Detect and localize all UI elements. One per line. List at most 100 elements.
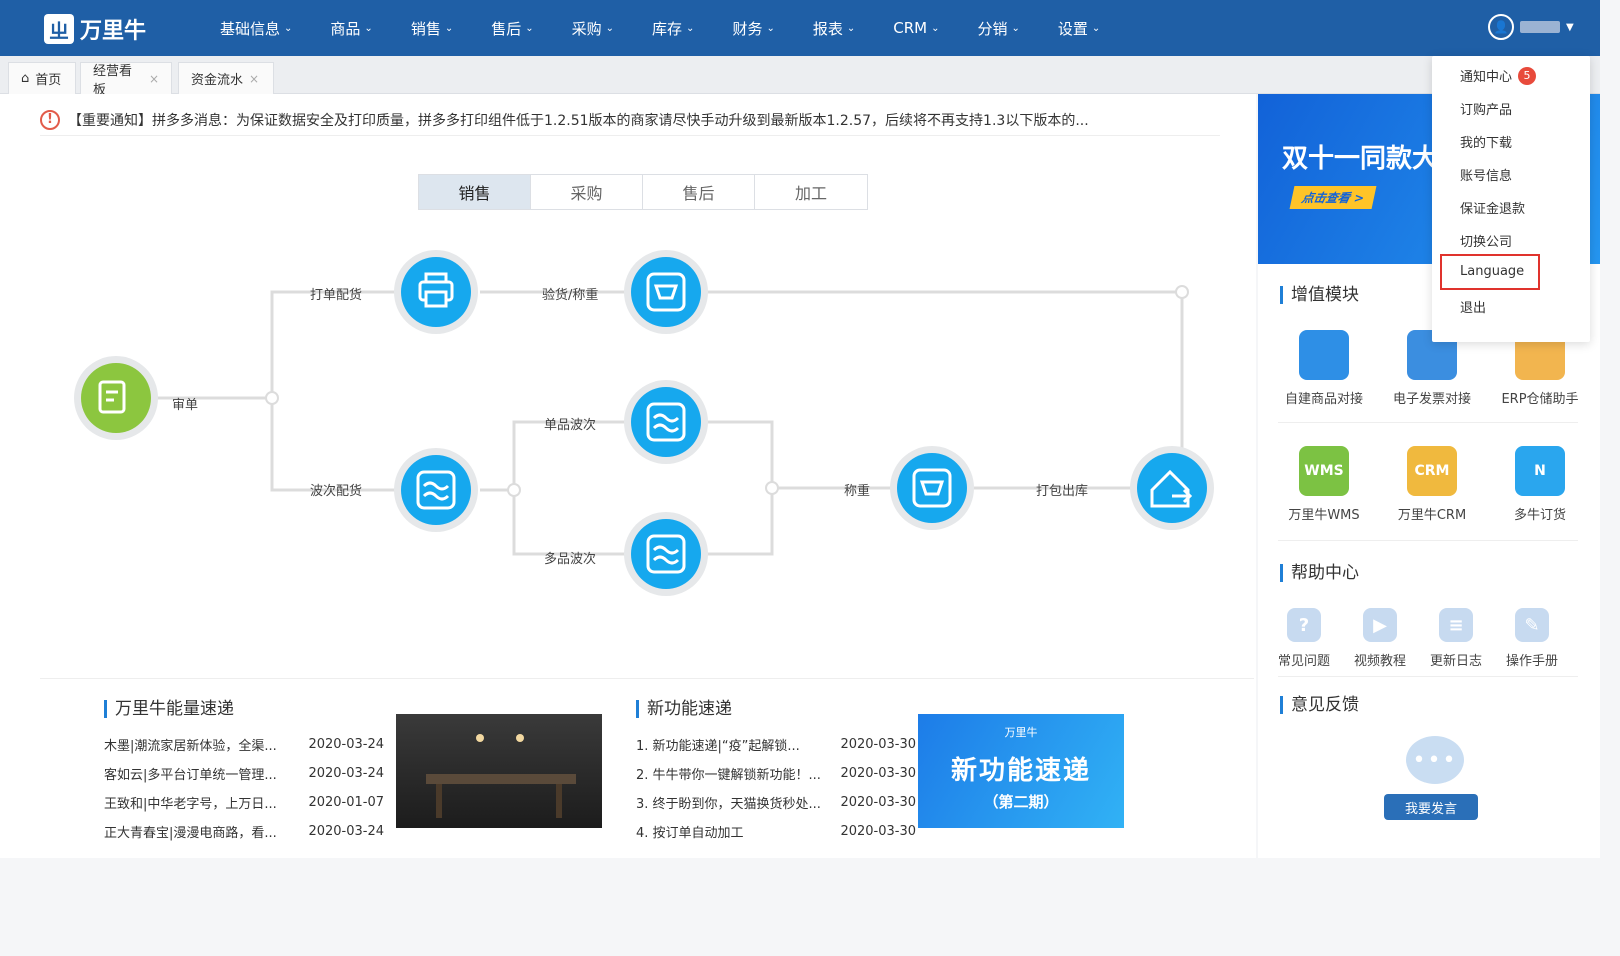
- feature-row[interactable]: 1. 新功能速递|“疫”起解锁...2020-03-30: [636, 730, 916, 759]
- news-image[interactable]: [396, 714, 602, 828]
- dropdown-item-label: 我的下载: [1460, 136, 1513, 151]
- nav-item-10[interactable]: 设置⌄: [1058, 18, 1100, 39]
- feature-date: 2020-03-30: [840, 824, 916, 839]
- module-icon: WMS: [1299, 446, 1349, 496]
- nav-item-2[interactable]: 销售⌄: [411, 18, 453, 39]
- news-row[interactable]: 客如云|多平台订单统一管理... 2020-03-24: [104, 759, 384, 788]
- top-nav-bar: ㄓ 万里牛 基础信息⌄商品⌄销售⌄售后⌄采购⌄库存⌄财务⌄报表⌄CRM⌄分销⌄设…: [0, 0, 1600, 56]
- tab-dashboard[interactable]: 经营看板 ×: [80, 62, 172, 98]
- nav-item-label: 分销: [977, 19, 1008, 38]
- feature-text[interactable]: 1. 新功能速递|“疫”起解锁...: [636, 739, 800, 754]
- chevron-down-icon: ⌄: [846, 22, 856, 34]
- dropdown-item-3[interactable]: 账号信息: [1460, 165, 1512, 184]
- nav-item-label: 报表: [812, 19, 843, 38]
- module-label: 万里牛WMS: [1288, 508, 1360, 523]
- node-inspect-weigh-icon[interactable]: [624, 250, 708, 334]
- feature-row[interactable]: 2. 牛牛带你一键解锁新功能！...2020-03-30: [636, 759, 916, 788]
- help-center-links: ?常见问题▶视频教程≡更新日志✎操作手册: [1266, 608, 1570, 669]
- module-tile[interactable]: 自建商品对接: [1270, 330, 1378, 407]
- node-single-wave-icon[interactable]: [624, 380, 708, 464]
- promo-title: 双十一同款大: [1282, 144, 1439, 174]
- promo-button[interactable]: 点击查看 >: [1289, 186, 1377, 209]
- chevron-down-icon: ⌄: [364, 22, 373, 34]
- feature-text[interactable]: 3. 终于盼到你，天猫换货秒处...: [636, 797, 821, 812]
- tab-purchase[interactable]: 采购: [531, 175, 643, 209]
- app-logo[interactable]: ㄓ 万里牛: [44, 13, 146, 45]
- module-label: ERP仓储助手: [1501, 392, 1579, 407]
- module-label: 多牛订货: [1513, 508, 1566, 523]
- dropdown-item-4[interactable]: 保证金退款: [1460, 198, 1525, 217]
- node-review-icon[interactable]: [74, 356, 158, 440]
- dropdown-item-0[interactable]: 通知中心 5: [1460, 66, 1537, 85]
- module-label: 自建商品对接: [1284, 392, 1363, 407]
- nav-item-8[interactable]: CRM⌄: [893, 19, 939, 37]
- tab-label: 首页: [35, 73, 62, 88]
- nav-item-0[interactable]: 基础信息⌄: [220, 18, 292, 39]
- help-label: 更新日志: [1429, 654, 1482, 669]
- news-text[interactable]: 王致和|中华老字号，上万日...: [104, 797, 277, 812]
- chevron-down-icon: ⌄: [1011, 22, 1020, 34]
- nav-item-3[interactable]: 售后⌄: [491, 18, 533, 39]
- dropdown-item-6[interactable]: Language: [1460, 264, 1524, 279]
- dropdown-item-7[interactable]: 退出: [1460, 297, 1486, 316]
- banner-brand: 万里牛: [1004, 726, 1038, 739]
- module-label: 电子发票对接: [1392, 392, 1471, 407]
- flow-label-pack-out: 打包出库: [1036, 484, 1089, 499]
- dropdown-item-label: 通知中心: [1460, 70, 1513, 85]
- flow-label-multi-wave: 多品波次: [544, 552, 597, 567]
- tab-processing[interactable]: 加工: [794, 184, 827, 203]
- news-text[interactable]: 木墨|潮流家居新体验，全渠...: [104, 739, 277, 754]
- feature-text[interactable]: 4. 按订单自动加工: [636, 826, 744, 841]
- nav-item-label: 售后: [491, 19, 522, 38]
- feature-row[interactable]: 3. 终于盼到你，天猫换货秒处...2020-03-30: [636, 788, 916, 817]
- feedback-chat-icon: •••: [1406, 736, 1464, 784]
- chevron-down-icon: ⌄: [444, 22, 454, 34]
- feature-row[interactable]: 4. 按订单自动加工 2020-03-30: [636, 817, 916, 846]
- news-row[interactable]: 王致和|中华老字号，上万日...2020-01-07: [104, 788, 384, 817]
- news-row[interactable]: 木墨|潮流家居新体验，全渠...2020-03-24: [104, 730, 384, 759]
- news-row[interactable]: 正大青春宝|漫漫电商路，看...2020-03-24: [104, 817, 384, 846]
- user-menu[interactable]: 👤 ▼: [1488, 14, 1574, 40]
- tab-cashflow[interactable]: 资金流水 ×: [178, 62, 274, 94]
- flow-label-single-wave: 单品波次: [544, 418, 597, 433]
- dropdown-item-1[interactable]: 订购产品: [1460, 99, 1512, 118]
- close-icon[interactable]: ×: [148, 71, 159, 86]
- nav-item-7[interactable]: 报表⌄: [813, 18, 855, 39]
- node-wave-pick-icon[interactable]: [394, 448, 478, 532]
- notice-text[interactable]: 【重要通知】拼多多消息：为保证数据安全及打印质量，拼多多打印组件低于1.2.51…: [68, 112, 1089, 129]
- news-date: 2020-03-24: [308, 766, 384, 781]
- node-print-icon[interactable]: [394, 250, 478, 334]
- help-link[interactable]: ✎操作手册: [1494, 608, 1570, 669]
- help-link[interactable]: ▶视频教程: [1342, 608, 1418, 669]
- divider: [1278, 540, 1578, 541]
- dropdown-item-5[interactable]: 切换公司: [1460, 231, 1512, 250]
- sales-flow-diagram: [74, 250, 1214, 596]
- dropdown-item-label: 保证金退款: [1460, 202, 1526, 217]
- feedback-button[interactable]: 我要发言: [1384, 794, 1478, 820]
- module-tile[interactable]: WMS 万里牛WMS: [1270, 446, 1378, 523]
- nav-item-1[interactable]: 商品⌄: [330, 18, 372, 39]
- help-link[interactable]: ?常见问题: [1266, 608, 1342, 669]
- node-pack-out-icon[interactable]: [1130, 446, 1214, 530]
- nav-item-9[interactable]: 分销⌄: [977, 18, 1019, 39]
- notice-bar[interactable]: ! 【重要通知】拼多多消息：为保证数据安全及打印质量，拼多多打印组件低于1.2.…: [40, 104, 1220, 136]
- tab-home[interactable]: ⌂ 首页: [8, 62, 76, 94]
- dropdown-item-2[interactable]: 我的下载: [1460, 132, 1512, 151]
- main-menu: 基础信息⌄商品⌄销售⌄售后⌄采购⌄库存⌄财务⌄报表⌄CRM⌄分销⌄设置⌄: [220, 0, 1138, 56]
- features-banner[interactable]: 万里牛 新功能速递 （第二期）: [918, 714, 1124, 828]
- node-weigh-icon[interactable]: [890, 446, 974, 530]
- close-icon[interactable]: ×: [249, 71, 260, 86]
- help-link[interactable]: ≡更新日志: [1418, 608, 1494, 669]
- feature-text[interactable]: 2. 牛牛带你一键解锁新功能！...: [636, 768, 821, 783]
- notification-count-badge: 5: [1518, 66, 1537, 85]
- tab-sales[interactable]: 销售: [419, 175, 531, 209]
- nav-item-4[interactable]: 采购⌄: [572, 18, 614, 39]
- tab-aftersale[interactable]: 售后: [643, 175, 755, 209]
- news-text[interactable]: 客如云|多平台订单统一管理...: [104, 768, 277, 783]
- node-multi-wave-icon[interactable]: [624, 512, 708, 596]
- nav-item-6[interactable]: 财务⌄: [732, 18, 774, 39]
- news-text[interactable]: 正大青春宝|漫漫电商路，看...: [104, 826, 277, 841]
- nav-item-5[interactable]: 库存⌄: [652, 18, 694, 39]
